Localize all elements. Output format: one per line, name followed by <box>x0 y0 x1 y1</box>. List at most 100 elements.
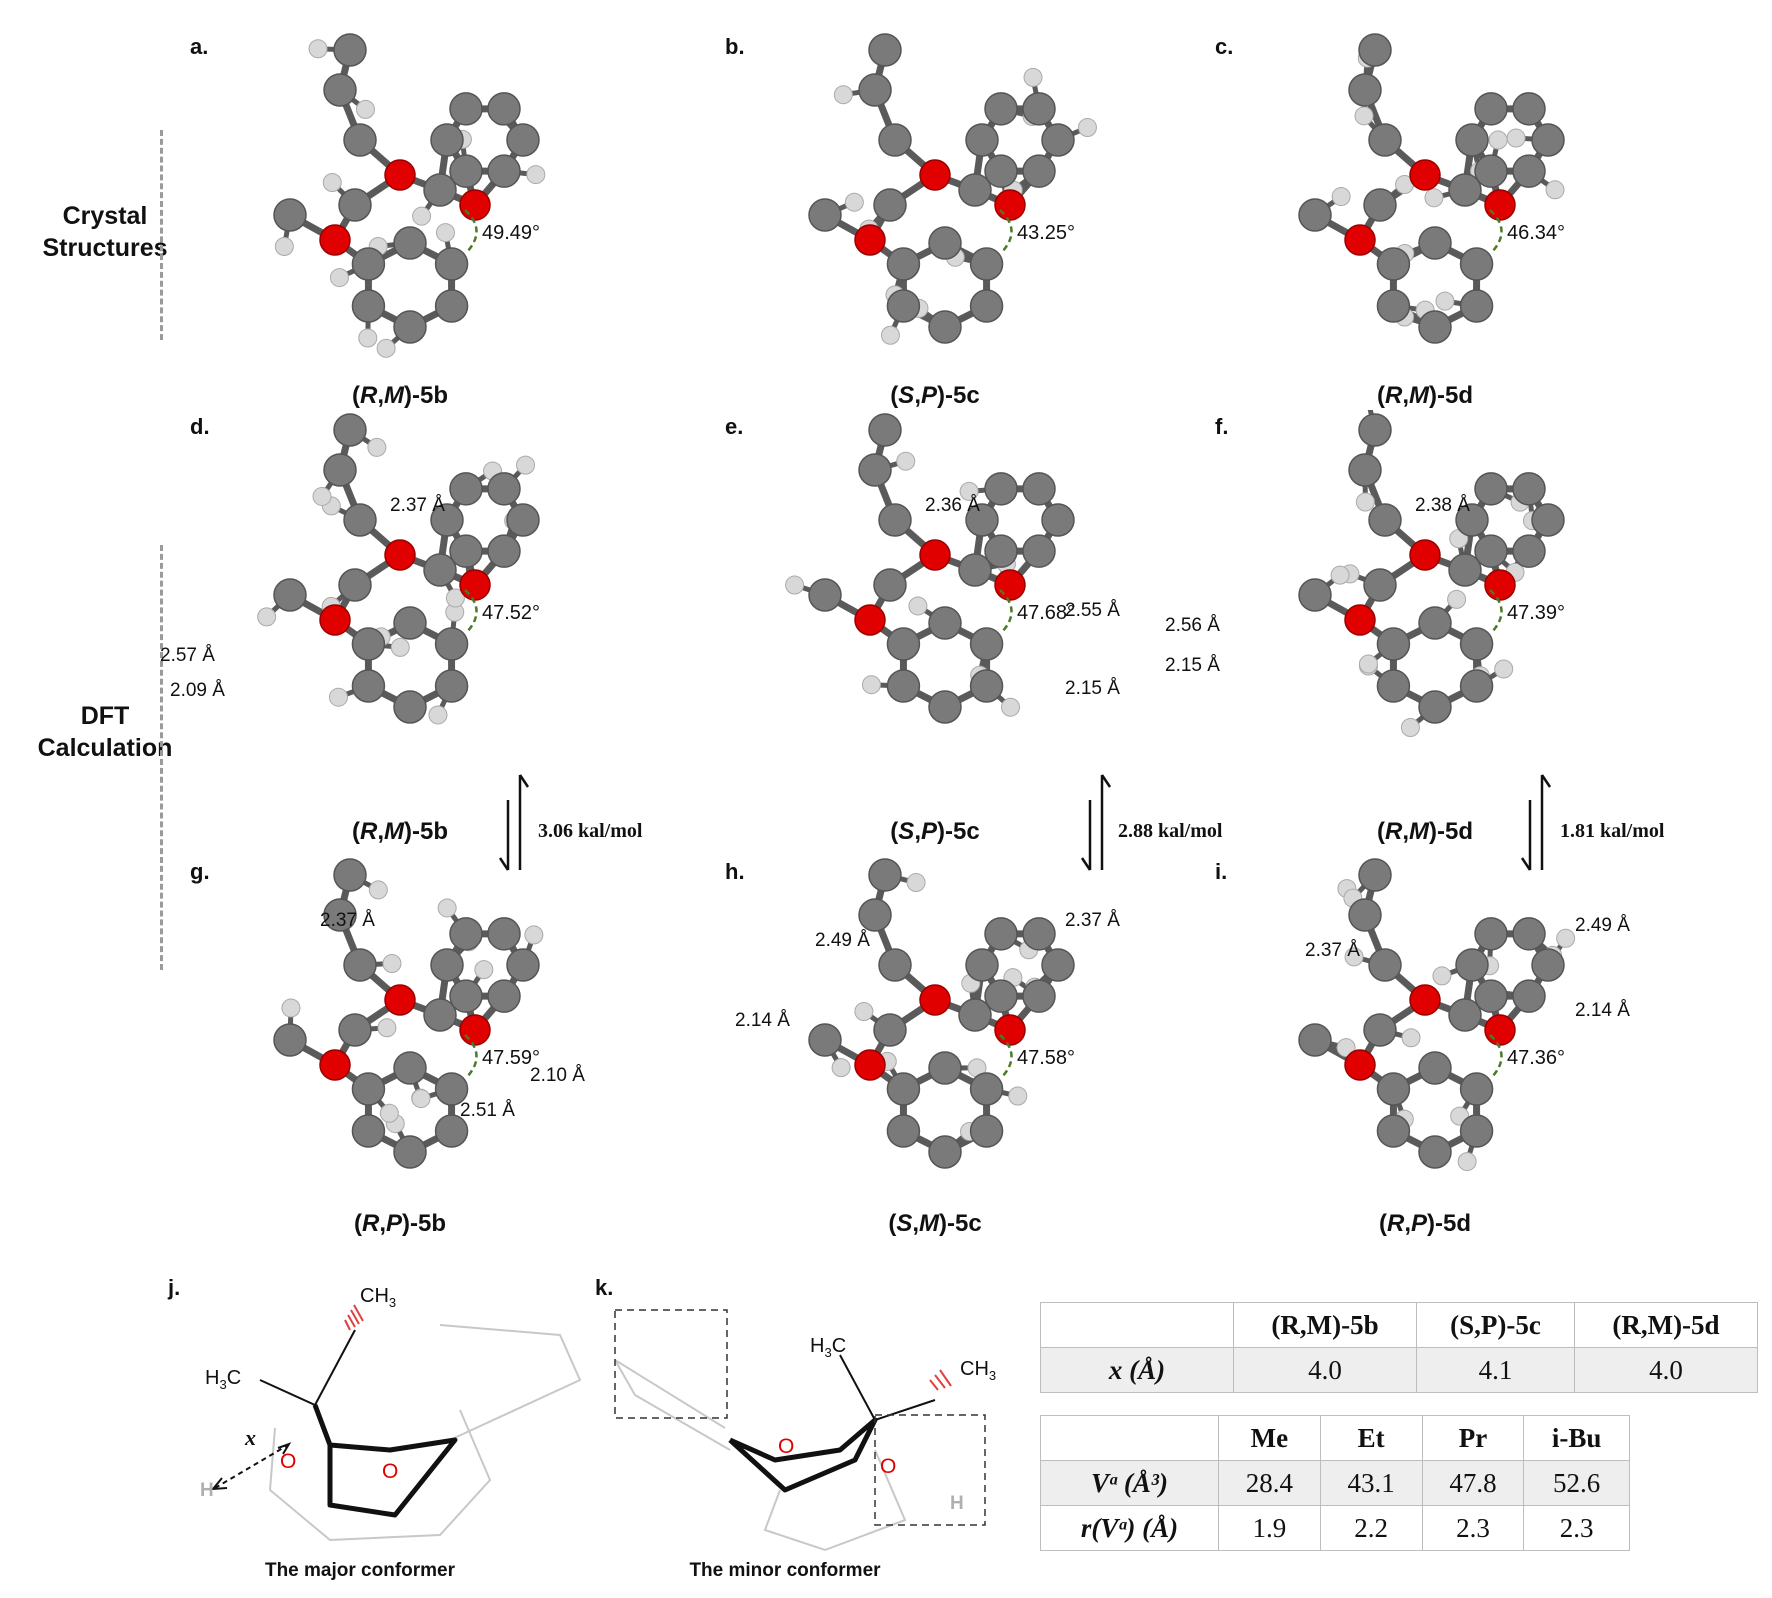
carbon-atom <box>984 154 1018 188</box>
dihedral-angle-label: 47.36° <box>1507 1047 1566 1069</box>
carbon-atom <box>1348 898 1382 932</box>
carbon-atom <box>808 578 842 612</box>
molecule-model <box>785 413 1075 724</box>
carbon-atom <box>1474 917 1508 951</box>
carbon-atom <box>343 123 377 157</box>
distance-label: 2.55 Å <box>1065 600 1120 621</box>
carbon-atom <box>1022 917 1056 951</box>
hydrogen-atom <box>1077 117 1097 137</box>
oxygen-atom <box>384 984 416 1016</box>
carbon-atom <box>273 578 307 612</box>
caption-part: M <box>919 1210 939 1237</box>
carbon-atom <box>886 627 921 661</box>
hydrogen-atom <box>1354 106 1374 126</box>
energy-5c: 2.88 kal/mol <box>1118 820 1223 842</box>
carbon-atom <box>343 948 377 982</box>
carbon-atom <box>1298 1023 1332 1057</box>
oxygen-atom <box>319 1049 351 1081</box>
hydrogen-atom <box>844 192 864 212</box>
oxygen-atom <box>919 539 951 571</box>
caption-part: M <box>384 382 404 409</box>
hydrogen-atom <box>322 172 342 192</box>
carbon-atom <box>808 198 842 232</box>
hydrogen-atom <box>880 325 900 345</box>
carbon-atom <box>434 289 469 323</box>
distance-label: 2.15 Å <box>1065 678 1120 699</box>
carbon-atom <box>273 198 307 232</box>
carbon-atom <box>1531 948 1565 982</box>
major-o1: O <box>280 1450 297 1473</box>
volume-table-cell: 2.3 <box>1523 1505 1630 1551</box>
carbon-atom <box>868 413 902 447</box>
hydrogen-atom <box>382 954 402 974</box>
carbon-atom <box>273 1023 307 1057</box>
equilibrium-arrow-5c <box>1080 774 1112 871</box>
carbon-atom <box>958 553 992 587</box>
carbon-atom <box>858 453 892 487</box>
dihedral-angle-marker <box>1489 209 1503 253</box>
dihedral-angle-label: 43.25° <box>1017 222 1076 244</box>
hydrogen-atom <box>474 960 494 980</box>
caption-part: R <box>1384 818 1403 845</box>
oxygen-atom <box>1344 1049 1376 1081</box>
distance-table-header: (R,M)-5b <box>1232 1302 1418 1348</box>
caption-part: )-5c <box>937 818 980 845</box>
carbon-atom <box>1418 1135 1452 1169</box>
dihedral-angle-marker <box>999 589 1013 633</box>
major-conformer-caption: The major conformer <box>264 1560 456 1581</box>
caption-part: )-5c <box>937 382 980 409</box>
carbon-atom <box>1363 1013 1397 1047</box>
carbon-atom <box>858 898 892 932</box>
caption-part: R <box>1384 382 1403 409</box>
hydrogen-atom <box>906 873 926 893</box>
carbon-atom <box>333 858 367 892</box>
carbon-atom <box>1512 917 1546 951</box>
caption-part: , <box>914 818 921 845</box>
carbon-atom <box>449 534 483 568</box>
carbon-atom <box>434 669 469 703</box>
carbon-atom <box>333 413 367 447</box>
distance-table-cell: 4.0 <box>1573 1347 1759 1393</box>
caption-part: )-5b <box>404 818 448 845</box>
carbon-atom <box>873 188 907 222</box>
carbon-atom <box>1448 553 1482 587</box>
carbon-atom <box>1512 979 1546 1013</box>
carbon-atom <box>430 503 464 537</box>
distance-label: 2.14 Å <box>1575 1000 1630 1021</box>
hydrogen-atom <box>274 236 294 256</box>
carbon-atom <box>1474 154 1508 188</box>
carbon-atom <box>1455 503 1489 537</box>
panel-letter: b. <box>725 34 745 59</box>
row-label-dft: DFT Calculation <box>37 702 173 762</box>
hydrogen-atom <box>1432 966 1452 986</box>
distance-label: 2.38 Å <box>1415 495 1470 516</box>
carbon-atom <box>1474 979 1508 1013</box>
caption-part: , <box>1402 818 1409 845</box>
panel-caption: (R,P)-5b <box>270 1210 530 1238</box>
caption-part: )-5b <box>404 382 448 409</box>
hydrogen-atom <box>329 268 349 288</box>
hydrogen-atom <box>1355 492 1375 512</box>
distance-table-header: (S,P)-5c <box>1416 1302 1575 1348</box>
caption-part: )-5b <box>402 1210 447 1237</box>
major-x-label: x <box>245 1425 256 1450</box>
panel-caption: (R,M)-5b <box>270 818 530 846</box>
carbon-atom <box>1363 568 1397 602</box>
carbon-atom <box>1368 123 1402 157</box>
carbon-atom <box>338 1013 372 1047</box>
carbon-atom <box>928 226 962 260</box>
minor-conformer-caption: The minor conformer <box>689 1560 881 1581</box>
carbon-atom <box>868 33 902 67</box>
carbon-atom <box>984 92 1018 126</box>
distance-table-cell: 4.1 <box>1416 1347 1575 1393</box>
distance-label: 2.57 Å <box>160 645 215 666</box>
oxygen-atom <box>1344 604 1376 636</box>
hydrogen-atom <box>1336 1038 1356 1058</box>
molecule-model <box>1298 410 1565 737</box>
carbon-atom <box>878 123 912 157</box>
volume-table-row-label: r(Vᵃ) (Å) <box>1040 1505 1219 1551</box>
carbon-atom <box>1459 289 1494 323</box>
carbon-atom <box>928 690 962 724</box>
carbon-atom <box>434 1114 469 1148</box>
